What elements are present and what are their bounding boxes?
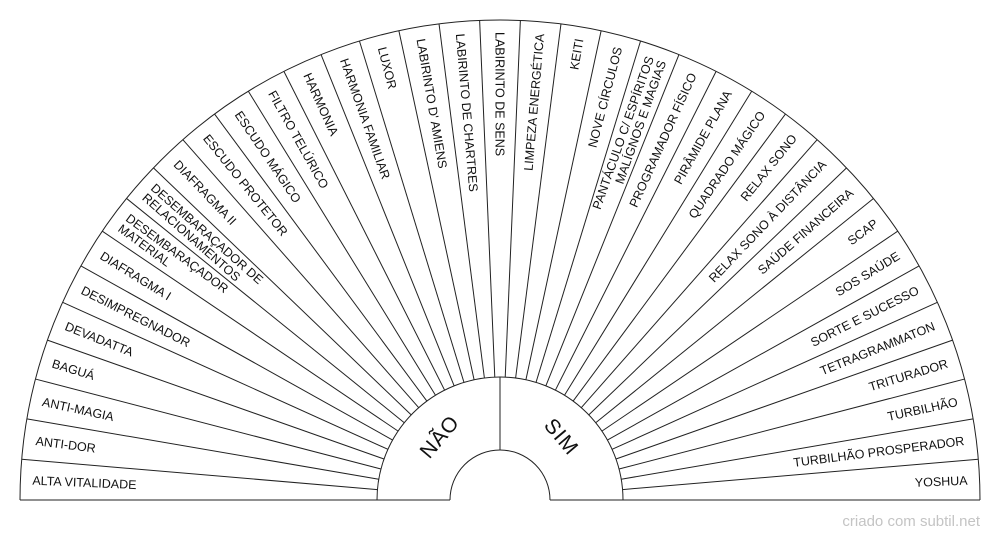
sector-label-line: LABIRINTO DE CHARTRES (453, 33, 480, 192)
sector-label-line: SOS SAÚDE (832, 248, 902, 299)
sector-divider (102, 230, 399, 432)
sector-divider (438, 23, 485, 379)
sector-divider (247, 91, 436, 396)
sector-divider (618, 378, 965, 470)
sector-divider (535, 40, 642, 383)
sector-label[interactable]: QUADRADO MÁGICO (685, 108, 768, 221)
sector-label[interactable]: TURBILHÃO (886, 395, 959, 424)
sector-label-line: LIMPEZA ENERGÉTICA (521, 32, 548, 171)
sector-label[interactable]: YOSHUA (915, 474, 969, 490)
sector-label[interactable]: KEITI (567, 38, 586, 71)
sector-divider (554, 71, 717, 391)
sector-label-line: LABIRINTO DE SENS (493, 32, 507, 156)
sector-label[interactable]: ANTI-DOR (35, 434, 97, 456)
outer-arc (19, 19, 981, 501)
sector-label[interactable]: SOS SAÚDE (832, 248, 902, 299)
sector-label-line: SCAP (845, 216, 881, 248)
sector-label[interactable]: BAGUÁ (50, 356, 97, 383)
sector-divider (572, 113, 786, 402)
sector-divider (21, 458, 378, 491)
sector-divider (398, 30, 475, 380)
core-arc (449, 449, 551, 501)
sector-divider (580, 139, 818, 408)
sector-label[interactable]: ESCUDO PROTETOR (200, 132, 290, 239)
sector-divider (35, 378, 382, 470)
sector-divider (182, 139, 420, 408)
sector-divider (611, 301, 938, 450)
sector-label-line: YOSHUA (915, 474, 969, 490)
no-label: NÃO (415, 410, 465, 463)
sector-divider (515, 23, 562, 379)
sector-divider (26, 418, 379, 480)
sector-label-line: HARMONIA (300, 71, 341, 139)
sector-label-line: BAGUÁ (50, 356, 97, 383)
sector-label[interactable]: LABIRINTO DE CHARTRES (453, 33, 480, 192)
sector-divider (588, 167, 847, 416)
sector-divider (622, 458, 979, 491)
sector-divider (62, 301, 389, 450)
sector-label-line: LUXOR (375, 45, 399, 90)
sector-label-line: ANTI-DOR (35, 434, 97, 456)
sector-divider (595, 198, 874, 424)
sector-divider (358, 40, 465, 383)
sector-label-line: ESCUDO PROTETOR (200, 132, 290, 239)
sector-divider (564, 91, 753, 396)
sector-label[interactable]: SCAP (845, 216, 881, 248)
sector-label-line: SAÚDE FINANCEIRA (755, 185, 857, 277)
sector-divider (601, 230, 898, 432)
sector-divider (615, 339, 953, 460)
sector-label[interactable]: ALTA VITALIDADE (32, 474, 137, 492)
sector-label[interactable]: ANTI-MAGIA (41, 395, 116, 424)
sector-divider (126, 198, 405, 424)
sector-divider (283, 71, 446, 391)
sector-label-line: TURBILHÃO PROSPERADOR (793, 434, 966, 470)
sector-divider (47, 339, 385, 460)
sector-divider (525, 30, 602, 380)
watermark: criado com subtil.net (842, 513, 980, 530)
sector-label[interactable]: HARMONIA (300, 71, 341, 139)
sector-label-line: LABIRINTO D' AMIENS (414, 38, 450, 170)
sector-divider (621, 418, 974, 480)
sector-label-line: KEITI (567, 38, 586, 71)
chart-lines (19, 19, 981, 501)
sector-divider (153, 167, 412, 416)
sector-divider (607, 265, 920, 441)
sector-label[interactable]: DEVADATTA (63, 319, 136, 359)
sector-label-line: DEVADATTA (63, 319, 136, 359)
yes-label: SIM (539, 414, 583, 460)
sector-label[interactable]: TRITURADOR (867, 357, 949, 394)
sector-label-line: ALTA VITALIDADE (32, 474, 137, 492)
sector-label-line: TRITURADOR (867, 357, 949, 394)
sector-label-line: TURBILHÃO (886, 395, 959, 424)
sector-label-line: ANTI-MAGIA (41, 395, 116, 424)
sector-label[interactable]: SAÚDE FINANCEIRA (755, 185, 857, 277)
sector-label[interactable]: LABIRINTO DE SENS (493, 32, 507, 156)
sector-divider (545, 54, 680, 387)
sector-label[interactable]: TURBILHÃO PROSPERADOR (793, 434, 966, 470)
sector-divider (80, 265, 393, 441)
sector-label[interactable]: LABIRINTO D' AMIENS (414, 38, 450, 170)
sector-divider (504, 20, 521, 378)
sector-divider (320, 54, 455, 387)
sector-divider (214, 113, 428, 402)
sector-divider (479, 20, 496, 378)
sector-label[interactable]: LIMPEZA ENERGÉTICA (521, 32, 548, 171)
sector-label[interactable]: LUXOR (375, 45, 399, 90)
sector-label-line: QUADRADO MÁGICO (685, 108, 768, 221)
